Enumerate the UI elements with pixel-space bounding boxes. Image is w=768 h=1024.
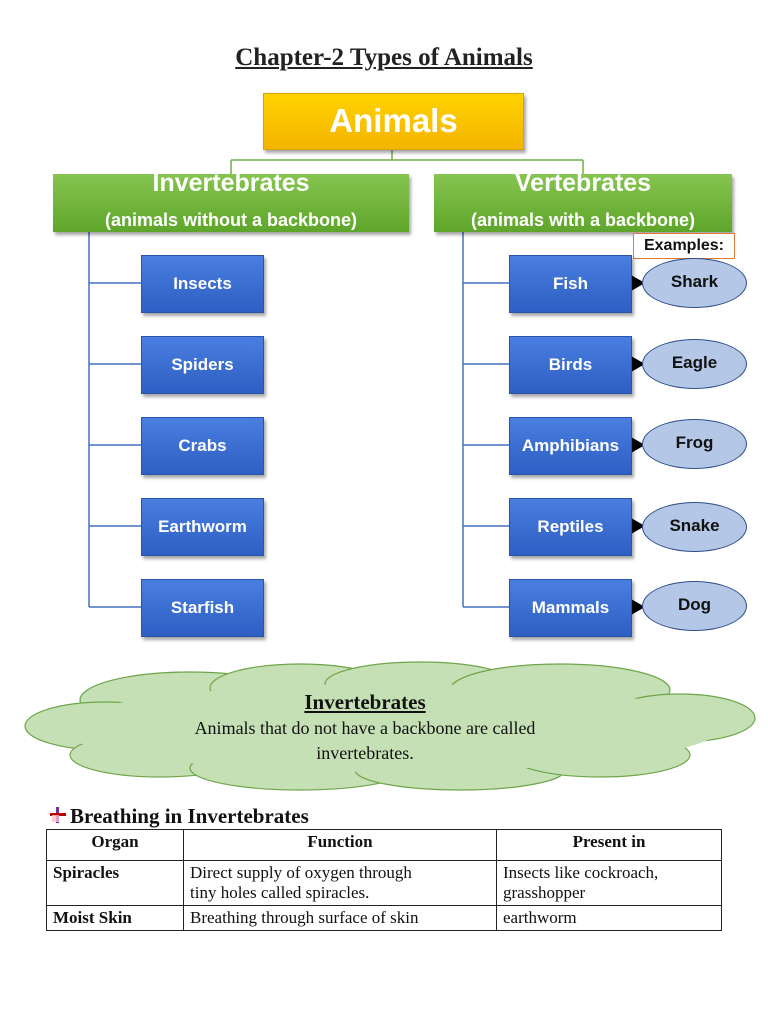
category-invertebrates: Invertebrates (animals without a backbon… xyxy=(53,169,409,232)
invertebrate-node: Insects xyxy=(141,255,264,313)
page-title: Chapter-2 Types of Animals xyxy=(235,44,533,71)
column-header: Organ xyxy=(46,829,184,861)
definition-line: invertebrates. xyxy=(316,743,414,763)
present-in-cell: earthworm xyxy=(496,905,722,931)
section-heading-text: Breathing in Invertebrates xyxy=(70,804,309,828)
definition-line: Animals that do not have a backbone are … xyxy=(194,718,536,738)
example-oval: Snake xyxy=(642,502,747,552)
definition-heading: Invertebrates xyxy=(304,690,426,714)
category-title: Invertebrates xyxy=(152,169,310,197)
cell-line: tiny holes called spiracles. xyxy=(190,883,370,902)
vertebrate-node: Birds xyxy=(509,336,632,394)
section-heading: Breathing in Invertebrates xyxy=(48,804,309,829)
vertebrate-node: Amphibians xyxy=(509,417,632,475)
example-oval: Shark xyxy=(642,258,747,308)
bullet-icon xyxy=(48,805,68,825)
breathing-table: Organ Function Present in Spiracles Dire… xyxy=(46,829,722,931)
category-description: (animals without a backbone) xyxy=(104,210,358,230)
invertebrate-node: Starfish xyxy=(141,579,264,637)
table-header-row: Organ Function Present in xyxy=(46,829,722,861)
column-header: Present in xyxy=(496,829,722,861)
cell-line: Direct supply of oxygen through xyxy=(190,863,412,882)
cell-line: grasshopper xyxy=(503,883,586,902)
examples-label: Examples: xyxy=(633,233,735,259)
definition-cloud xyxy=(24,661,756,791)
category-title: Vertebrates xyxy=(514,169,652,197)
organ-cell: Spiracles xyxy=(46,860,184,906)
example-oval: Dog xyxy=(642,581,747,631)
cell-line: Breathing through surface of skin xyxy=(190,908,419,927)
example-oval: Frog xyxy=(642,419,747,469)
cell-line: earthworm xyxy=(503,908,577,927)
category-description: (animals with a backbone) xyxy=(470,210,696,230)
column-header: Function xyxy=(183,829,497,861)
vertebrate-node: Fish xyxy=(509,255,632,313)
present-in-cell: Insects like cockroach,grasshopper xyxy=(496,860,722,906)
invertebrate-node: Crabs xyxy=(141,417,264,475)
vertebrate-node: Reptiles xyxy=(509,498,632,556)
example-oval: Eagle xyxy=(642,339,747,389)
invertebrate-node: Earthworm xyxy=(141,498,264,556)
table-row: Spiracles Direct supply of oxygen throug… xyxy=(46,860,722,906)
category-vertebrates: Vertebrates (animals with a backbone) xyxy=(434,169,732,232)
invertebrate-node: Spiders xyxy=(141,336,264,394)
cell-line: Insects like cockroach, xyxy=(503,863,659,882)
vertebrate-node: Mammals xyxy=(509,579,632,637)
organ-cell: Moist Skin xyxy=(46,905,184,931)
function-cell: Breathing through surface of skin xyxy=(183,905,497,931)
definition-text: Invertebrates Animals that do not have a… xyxy=(150,690,580,765)
root-node-animals: Animals xyxy=(263,93,524,150)
table-row: Moist Skin Breathing through surface of … xyxy=(46,905,722,931)
